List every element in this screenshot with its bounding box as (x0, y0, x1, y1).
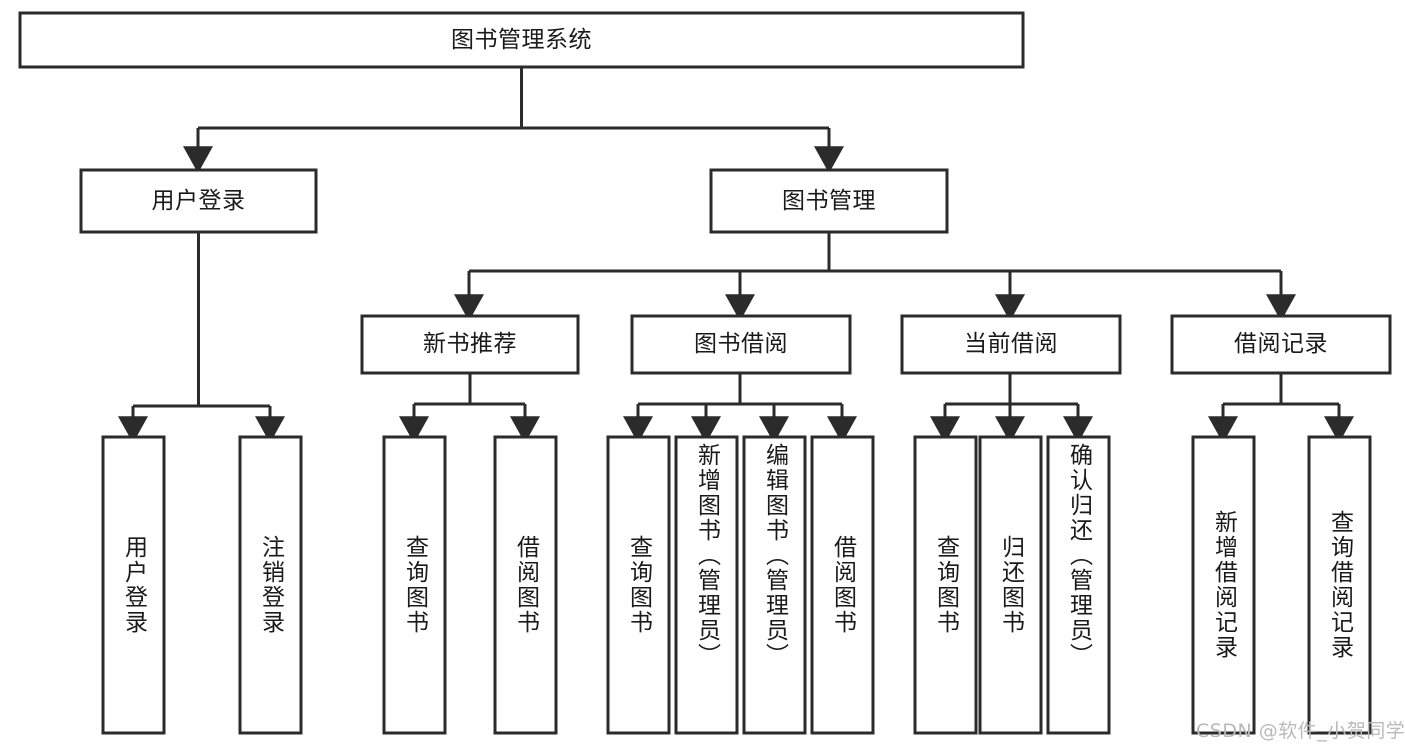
node-leaf-query-book-2-label: 查询图书 (625, 535, 652, 635)
connector-current-borrow-bus (945, 373, 1078, 406)
node-leaf-add-record-box[interactable] (1191, 435, 1256, 735)
node-leaf-user-logout-box[interactable] (238, 435, 303, 735)
node-leaf-return-book-label: 归还图书 (997, 535, 1024, 635)
node-new-book-recommend-box[interactable] (360, 314, 580, 375)
connector-new-book-bus (414, 373, 525, 406)
connector-borrow-record-bus (1223, 373, 1339, 406)
connector-user-login-bus (133, 232, 270, 408)
node-root-label: 图书管理系统 (451, 26, 592, 53)
node-leaf-borrow-book-2-label: 借阅图书 (829, 535, 856, 635)
node-leaf-confirm-return-label: 确认归还（管理员） (1065, 443, 1092, 668)
node-leaf-query-book-1-box[interactable] (382, 435, 447, 735)
node-leaf-borrow-book-1-label: 借阅图书 (512, 535, 539, 635)
node-leaf-query-record-label: 查询借阅记录 (1326, 510, 1353, 660)
node-leaf-return-book-box[interactable] (978, 435, 1043, 735)
node-book-borrow-box[interactable] (630, 314, 852, 375)
node-root-box[interactable] (18, 11, 1025, 69)
node-borrow-record-box[interactable] (1170, 314, 1392, 375)
node-leaf-confirm-return-box[interactable] (1046, 435, 1111, 735)
node-leaf-borrow-book-1-box[interactable] (493, 435, 558, 735)
connector-book-borrow-bus (638, 373, 842, 406)
node-book-borrow-label: 图书借阅 (694, 331, 788, 358)
node-leaf-edit-book-box[interactable] (742, 435, 807, 735)
node-leaf-query-book-3-box[interactable] (913, 435, 978, 735)
node-leaf-query-record-box[interactable] (1307, 435, 1372, 735)
node-leaf-user-login-box[interactable] (101, 435, 166, 735)
node-current-borrow-label: 当前借阅 (964, 331, 1058, 358)
node-leaf-user-logout-label: 注销登录 (257, 535, 284, 635)
node-book-management-box[interactable] (709, 168, 949, 234)
node-borrow-record-label: 借阅记录 (1234, 331, 1328, 358)
node-leaf-add-book-label: 新增图书（管理员） (693, 443, 720, 668)
node-leaf-add-record-label: 新增借阅记录 (1210, 510, 1237, 660)
node-leaf-query-book-1-label: 查询图书 (401, 535, 428, 635)
connector-root-bus (198, 67, 829, 130)
node-leaf-edit-book-label: 编辑图书（管理员） (761, 443, 788, 668)
node-leaf-borrow-book-2-box[interactable] (810, 435, 875, 735)
node-new-book-recommend-label: 新书推荐 (423, 331, 517, 358)
node-leaf-add-book-box[interactable] (674, 435, 739, 735)
node-user-login-label: 用户登录 (151, 187, 246, 214)
node-leaf-query-book-3-label: 查询图书 (932, 535, 959, 635)
node-current-borrow-box[interactable] (900, 314, 1122, 375)
connector-book-management-bus (469, 232, 1281, 273)
node-leaf-user-login-label: 用户登录 (120, 535, 147, 635)
node-leaf-query-book-2-box[interactable] (606, 435, 671, 735)
node-book-management-label: 图书管理 (782, 187, 876, 214)
